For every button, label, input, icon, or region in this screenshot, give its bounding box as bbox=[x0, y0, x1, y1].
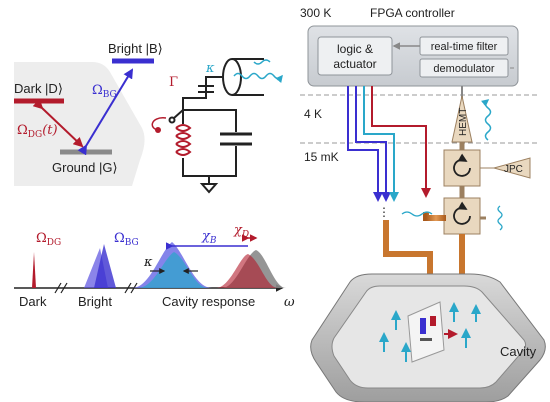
bright-peak-2 bbox=[94, 244, 116, 288]
cavity-label: Cavity bbox=[500, 344, 537, 359]
logic-label-line2: actuator bbox=[333, 57, 376, 71]
temp-4k-label: 4 K bbox=[304, 107, 322, 121]
cavity-dark-response bbox=[216, 254, 278, 288]
output-wave bbox=[233, 72, 283, 84]
switch-pivot bbox=[168, 116, 176, 124]
bright-label: Bright |B⟩ bbox=[108, 41, 163, 56]
cavity-response-cyan bbox=[138, 252, 208, 288]
chi-d-symbol: χ bbox=[233, 223, 243, 238]
circuit-right-wire bbox=[183, 109, 237, 132]
temp-300k-label: 300 K bbox=[300, 6, 331, 20]
spectrum-omega-bg: ΩBG bbox=[114, 231, 139, 248]
circulator-bottom-icon bbox=[453, 201, 471, 225]
spectrum-kappa-label: κ bbox=[143, 255, 153, 270]
level-diagram: Bright |B⟩ Dark |D⟩ Ground |G⟩ ΩBG ΩDG(t… bbox=[14, 41, 163, 186]
input-wave bbox=[253, 59, 271, 65]
demodulator-label: demodulator bbox=[433, 63, 494, 75]
circulator-top bbox=[443, 149, 481, 187]
chip-dark-pad bbox=[430, 316, 436, 326]
omega-bg-label: ΩBG bbox=[92, 83, 117, 100]
chip-bright-pad bbox=[420, 318, 426, 334]
omega-dg-subscript: DG bbox=[28, 130, 42, 140]
omega-dg-symbol: Ω bbox=[17, 123, 28, 138]
realtime-filter-label: real-time filter bbox=[431, 41, 498, 53]
spectrum-label-cavity: Cavity response bbox=[162, 294, 255, 309]
omega-bg-symbol: Ω bbox=[92, 83, 103, 98]
dark-peak bbox=[32, 252, 36, 288]
dark-label: Dark |D⟩ bbox=[14, 81, 63, 96]
setup-diagram: 300 K FPGA controller logic & actuator r… bbox=[300, 6, 546, 402]
output-port-lines bbox=[232, 58, 264, 96]
spectrum-plot: ΩDG ΩBG χB χD κ Dark Bright Cavity respo… bbox=[14, 223, 295, 310]
circulator-bottom bbox=[443, 197, 481, 235]
omega-dg-label: ΩDG(t) bbox=[17, 123, 58, 140]
hemt-label: HEMT bbox=[458, 108, 469, 136]
spectrum-label-omega: ω bbox=[284, 295, 295, 310]
spectrum-omega-dg-symbol: Ω bbox=[36, 231, 47, 246]
circuit-kappa-label: κ bbox=[205, 61, 215, 76]
circuit-top-wire bbox=[182, 76, 222, 110]
spectrum-omega-dg-subscript: DG bbox=[47, 238, 61, 248]
drive-line-blue-2 bbox=[355, 86, 391, 202]
flux-dot bbox=[155, 127, 161, 133]
fpga-title: FPGA controller bbox=[370, 6, 455, 20]
copper-line-circulator bbox=[423, 212, 446, 221]
demodulator-box bbox=[419, 58, 509, 78]
reflected-wave bbox=[401, 211, 433, 217]
drive-line-red bbox=[371, 86, 431, 198]
drive-line-blue-1 bbox=[347, 86, 383, 202]
line-ellipsis: ⋮ bbox=[378, 205, 390, 219]
chi-d-label: χD bbox=[233, 223, 249, 240]
copper-line-drive bbox=[383, 220, 433, 284]
jpc-label: JPC bbox=[504, 164, 523, 175]
circuit-bottom-wire bbox=[182, 146, 237, 177]
logic-actuator-box bbox=[317, 36, 393, 76]
spectrum-omega-bg-symbol: Ω bbox=[114, 231, 125, 246]
axis-break-1 bbox=[54, 282, 68, 294]
output-signal-wave bbox=[480, 99, 492, 141]
omega-dg-argument: (t) bbox=[42, 123, 57, 138]
inductor-coil bbox=[175, 124, 192, 156]
omega-dg-arrow bbox=[32, 98, 84, 148]
drive-line-cyan bbox=[363, 86, 399, 202]
circuit-diagram bbox=[151, 58, 283, 194]
spectrum-omega-dg: ΩDG bbox=[36, 231, 61, 248]
chip-junction bbox=[420, 338, 432, 341]
omega-bg-arrow bbox=[77, 68, 134, 156]
spectrum-label-bright: Bright bbox=[78, 294, 112, 309]
spectrum-label-dark: Dark bbox=[19, 294, 47, 309]
chi-b-label: χB bbox=[201, 229, 217, 246]
omega-bg-subscript: BG bbox=[103, 90, 117, 100]
gamma-label: Γ bbox=[169, 75, 178, 90]
ground-label: Ground |G⟩ bbox=[52, 160, 118, 175]
jpc-amplifier bbox=[480, 157, 531, 179]
termination-wave bbox=[497, 205, 503, 231]
spectrum-omega-bg-subscript: BG bbox=[125, 238, 139, 248]
circulator-top-icon bbox=[453, 153, 471, 177]
logic-label-line1: logic & bbox=[337, 42, 373, 56]
temp-15mk-label: 15 mK bbox=[304, 150, 339, 164]
chi-b-symbol: χ bbox=[201, 229, 211, 244]
output-port-ellipse bbox=[222, 58, 242, 96]
chi-d-subscript: D bbox=[241, 230, 249, 240]
ground-symbol bbox=[199, 183, 219, 194]
chi-b-subscript: B bbox=[209, 236, 217, 246]
switch bbox=[173, 109, 184, 119]
